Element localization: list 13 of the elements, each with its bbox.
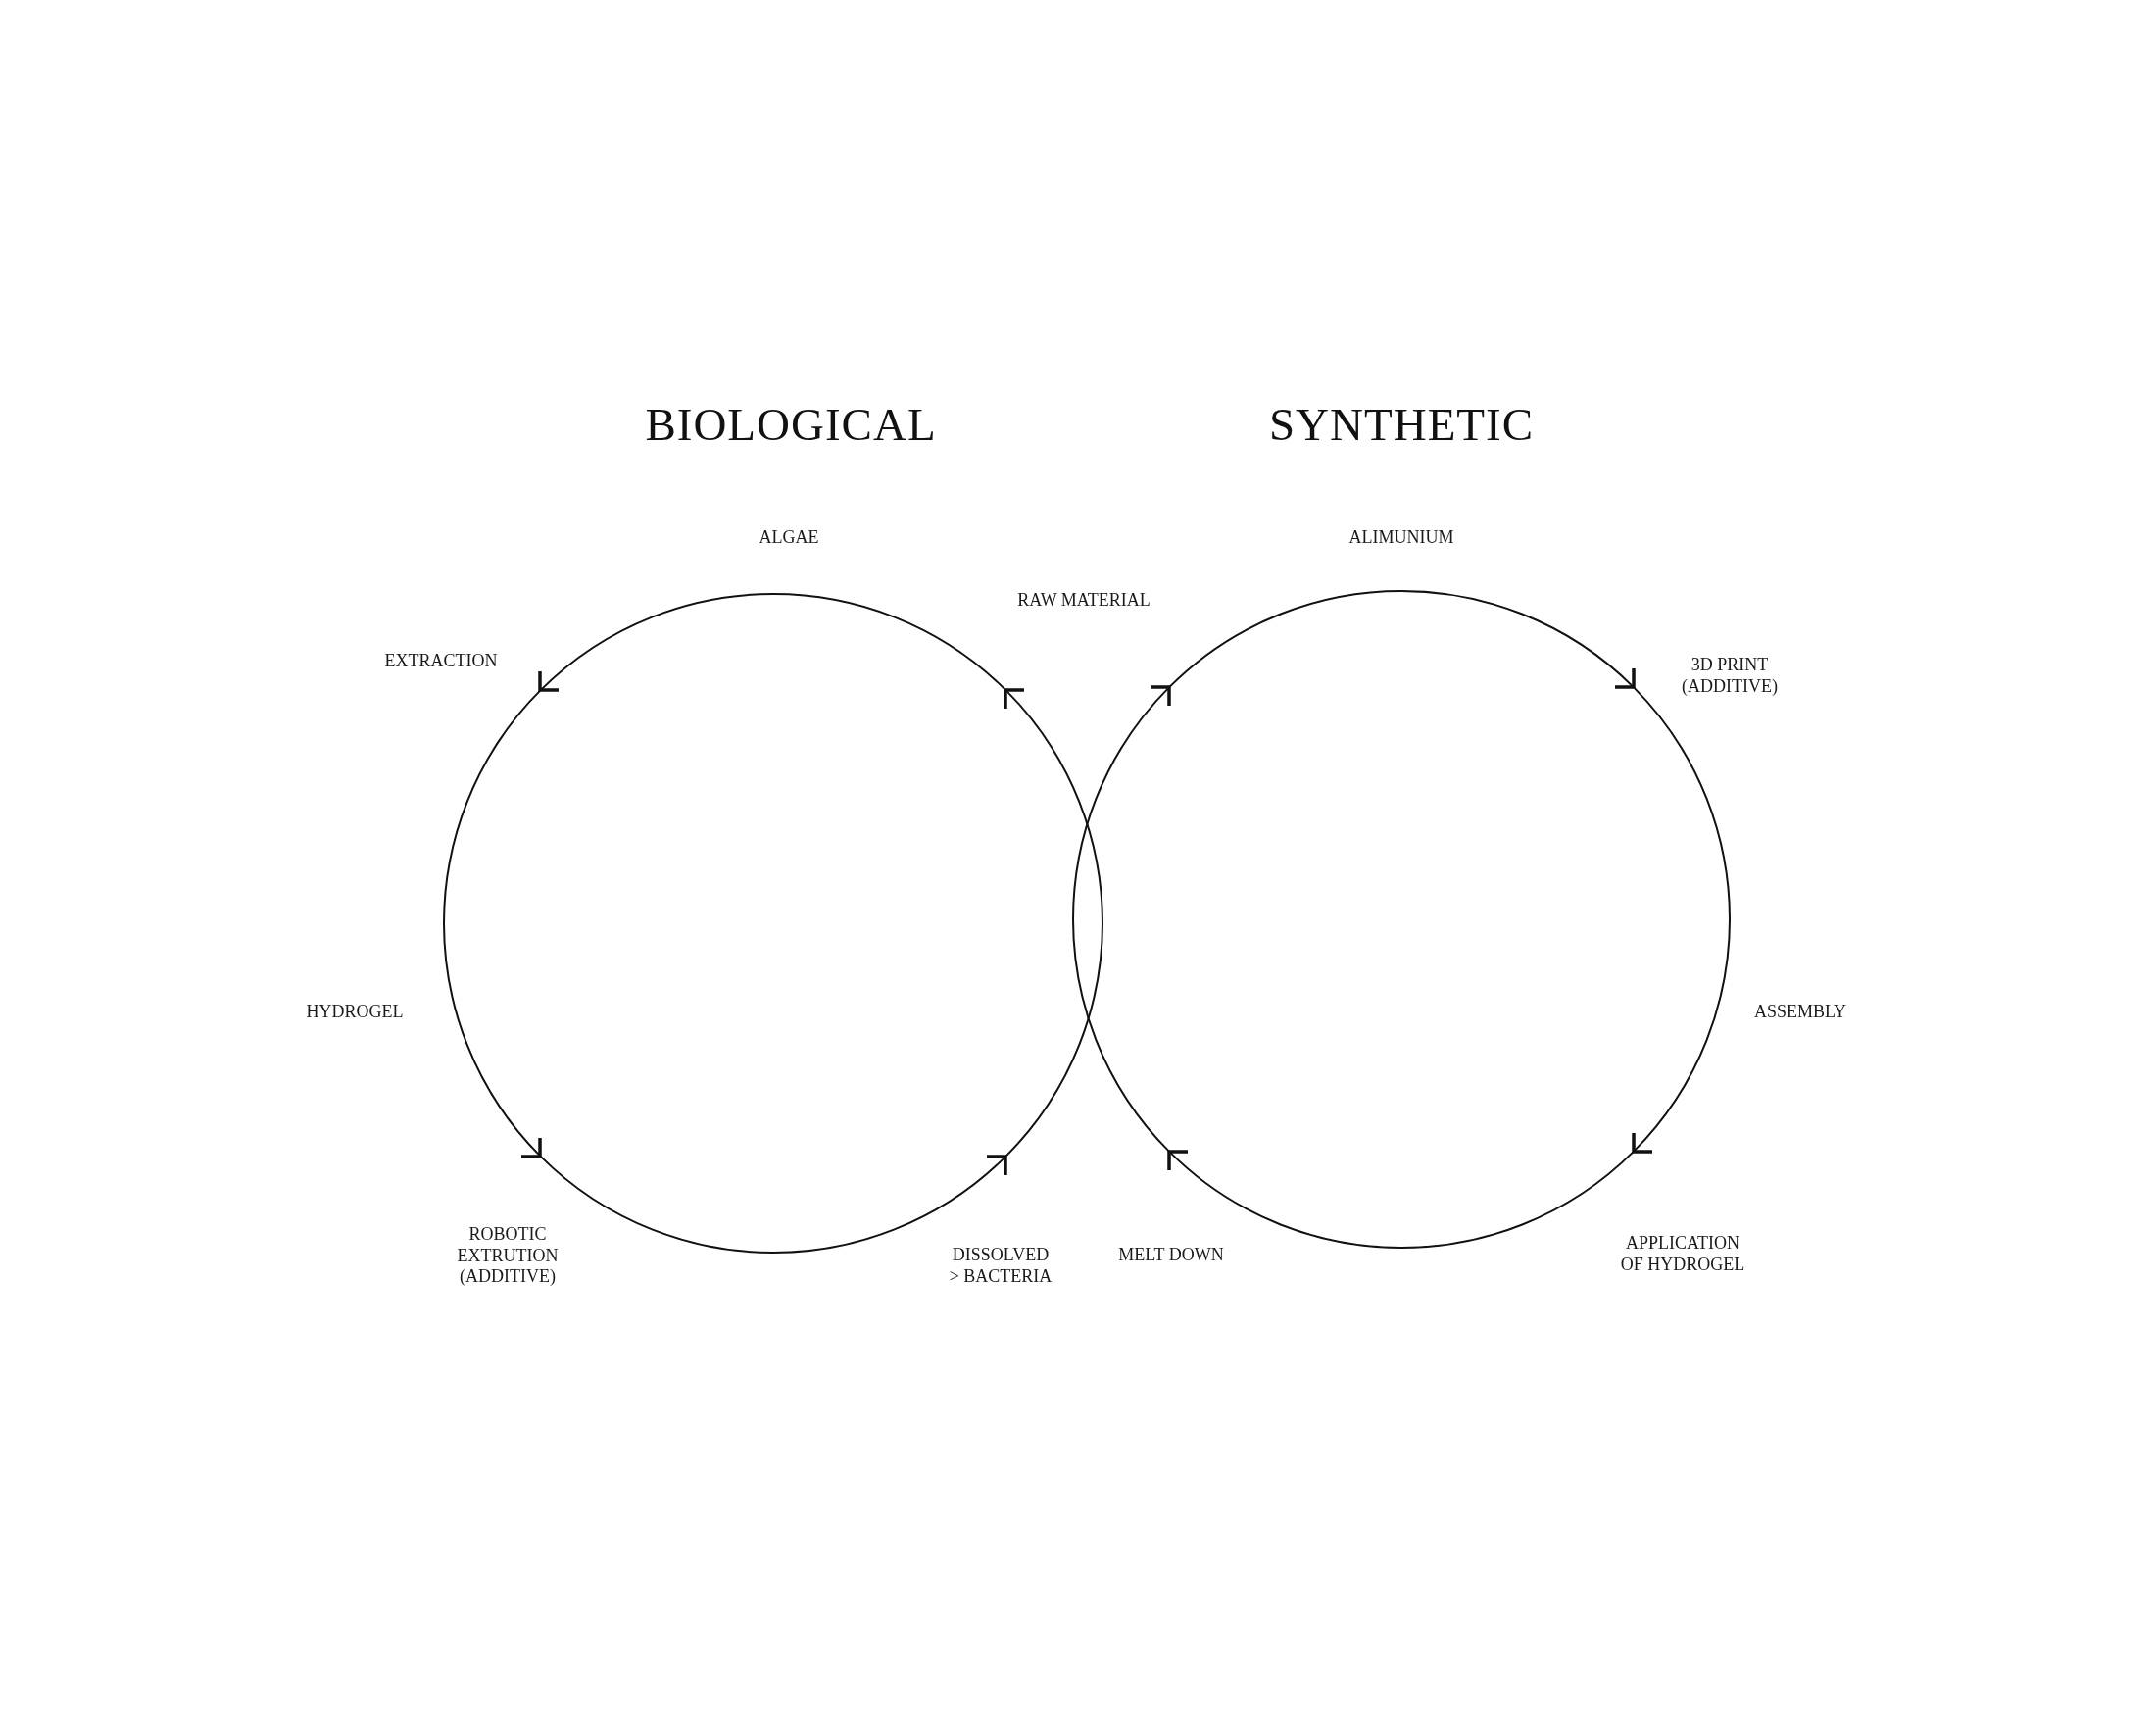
stage-label: MELT DOWN xyxy=(1118,1245,1224,1266)
stage-label: 3D PRINT (ADDITIVE) xyxy=(1681,655,1779,698)
stage-label: HYDROGEL xyxy=(306,1002,404,1023)
cycle-heading: SYNTHETIC xyxy=(1268,400,1535,451)
stage-label: EXTRACTION xyxy=(384,651,498,672)
stage-label: ROBOTIC EXTRUTION (ADDITIVE) xyxy=(456,1223,560,1288)
stage-label: ASSEMBLY xyxy=(1753,1002,1847,1023)
stage-label: DISSOLVED > BACTERIA xyxy=(948,1245,1054,1288)
stage-label: ALGAE xyxy=(759,527,819,549)
stage-label: ALIMUNIUM xyxy=(1348,527,1454,549)
cycle-heading: BIOLOGICAL xyxy=(645,400,937,451)
stage-label: APPLICATION OF HYDROGEL xyxy=(1619,1233,1746,1276)
stage-label: RAW MATERIAL xyxy=(1017,590,1151,612)
